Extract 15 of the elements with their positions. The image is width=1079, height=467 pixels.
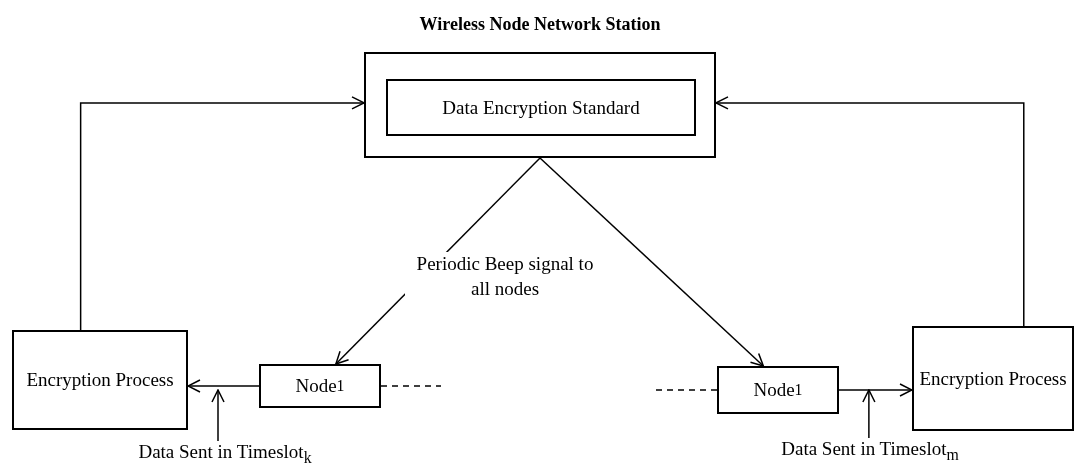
leader-line: [211, 389, 225, 442]
arrow: [187, 379, 260, 393]
leader-line: [862, 389, 876, 439]
dashed-line: [380, 385, 442, 387]
arrow: [838, 383, 913, 397]
arrow: [715, 96, 1025, 327]
process-box: Encryption Process: [12, 330, 188, 430]
process-box: Data Encryption Standard: [386, 79, 696, 136]
arrow: [79, 96, 365, 331]
heading-text: Wireless Node Network Station: [419, 14, 661, 34]
process-box: Encryption Process: [912, 326, 1074, 431]
annotation-text: Data Sent in Timeslot$_{k}$: [138, 441, 312, 462]
dashed-line: [654, 389, 718, 391]
arrow: [539, 157, 765, 367]
annotation-text: Data Sent in Timeslot$_{m}$: [781, 438, 959, 459]
